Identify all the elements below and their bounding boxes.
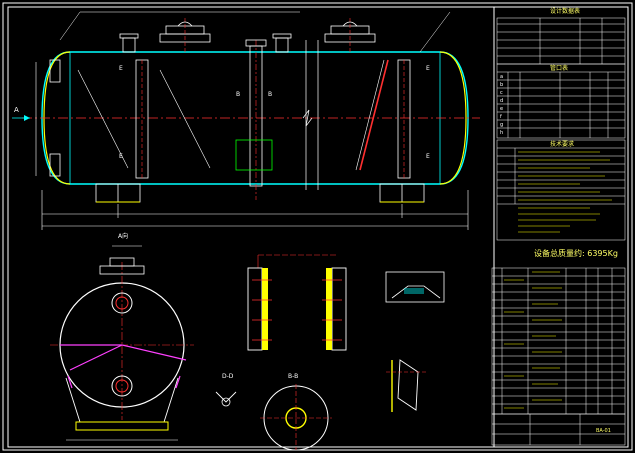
side-nozzle-upper [49,59,61,83]
saddle-left [95,183,141,203]
nozzle-letter-h: h [500,130,503,136]
nozzle-circle-lower [111,375,133,397]
sump-box [235,139,273,171]
section-b-marker-1: B [236,91,240,98]
title-block [491,413,626,446]
view-dd-title: D-D [222,373,234,380]
saddle-right [379,183,425,203]
right-head [439,51,467,185]
manhole-left [159,18,211,52]
section-e-marker-2: E [119,153,123,160]
internal-baffle-2 [397,59,411,179]
manhole-right [324,18,376,52]
nozzle-table [496,63,626,139]
end-view-a: A向 [50,232,194,441]
design-data-table [496,17,626,65]
section-e-marker-1: E [119,65,123,72]
bracket-detail [247,254,347,351]
weight-note: 设备总质量约: 6395Kg [534,248,618,258]
view-arrow-a-label: A [14,106,19,114]
nozzle-letter-a: a [500,74,503,80]
top-nozzle-1 [119,33,139,53]
diagonal-stay [359,59,389,171]
design-data-title: 设计数据表 [550,7,580,15]
nozzle-letter-e: e [500,106,503,112]
nozzle-letter-b: b [500,82,503,88]
tech-requirements-title: 技术要求 [550,140,574,148]
section-b-marker-2: B [268,91,272,98]
nozzle-letter-f: f [500,114,502,120]
top-nozzle-2 [272,33,292,53]
internal-baffle-1 [135,59,149,179]
view-a-title: A向 [118,232,128,240]
section-e-marker-4: E [426,153,430,160]
break-lines [305,40,319,190]
parts-list-table [491,267,626,415]
nozzle-table-title: 管口表 [550,64,568,72]
view-bb-title: B-B [288,373,298,380]
nozzle-letter-g: g [500,122,503,128]
section-b-round: B-B [260,373,332,451]
nozzle-letter-d: d [500,98,503,104]
main-elevation-view: A B B E E E E [12,11,480,230]
section-e-marker-3: E [426,65,430,72]
title-block-code: BA-01 [596,428,611,434]
nozzle-letter-c: c [500,90,503,96]
inner-frame [7,6,629,448]
section-c-detail [385,271,445,303]
tech-requirements-table [496,139,626,241]
nozzle-circle-upper [111,292,133,314]
flange-detail [386,359,428,412]
side-nozzle-lower [49,153,61,177]
section-d-detail: D-D [215,373,237,407]
